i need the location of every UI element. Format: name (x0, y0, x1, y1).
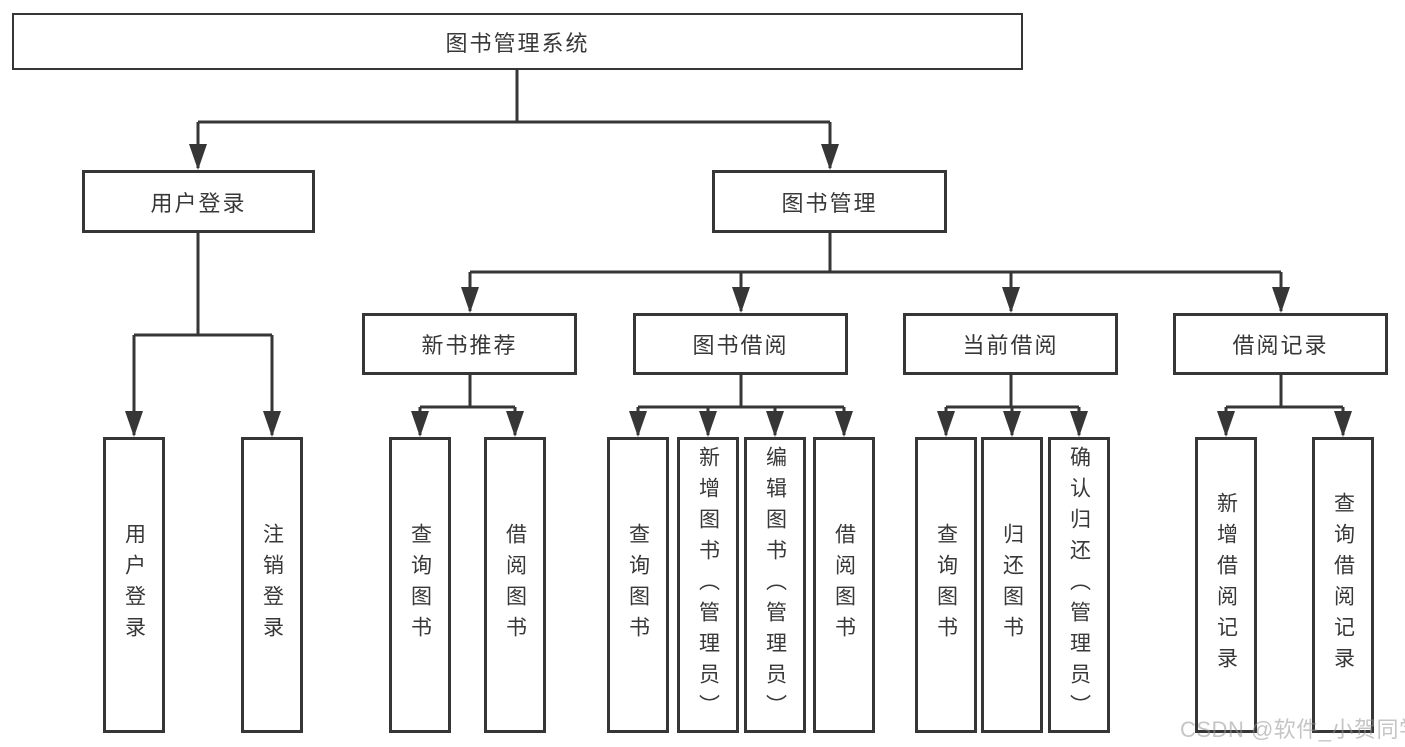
node-book-borrow-label: 图书借阅 (692, 333, 789, 358)
leaf-borrow-add-label: 新增图书（管理员） (696, 445, 720, 725)
leaf-borrow-query-label: 查询图书 (626, 523, 650, 647)
leaf-borrow-query: 查询图书 (607, 437, 669, 733)
leaf-borrow-borrow-label: 借阅图书 (832, 523, 856, 647)
arrowhead (1334, 411, 1352, 437)
leaf-user-login: 用户登录 (103, 437, 165, 733)
arrowhead (821, 144, 839, 170)
node-new-book: 新书推荐 (362, 313, 577, 375)
node-book-manage: 图书管理 (712, 170, 947, 233)
node-current-borrow: 当前借阅 (903, 313, 1118, 375)
arrowhead (125, 411, 143, 437)
leaf-current-confirm: 确认归还（管理员） (1048, 437, 1110, 733)
arrowhead (629, 411, 647, 437)
leaf-current-confirm-label: 确认归还（管理员） (1067, 445, 1091, 725)
leaf-current-query-label: 查询图书 (934, 523, 958, 647)
node-borrow-record: 借阅记录 (1173, 313, 1388, 375)
connector-borrow-record (1224, 375, 1345, 435)
node-new-book-label: 新书推荐 (421, 333, 518, 358)
leaf-current-return: 归还图书 (981, 437, 1043, 733)
leaf-newbook-borrow: 借阅图书 (484, 437, 546, 733)
leaf-logout: 注销登录 (241, 437, 303, 733)
arrowhead (1217, 411, 1235, 437)
leaf-record-query: 查询借阅记录 (1312, 437, 1374, 733)
leaf-newbook-borrow-label: 借阅图书 (503, 523, 527, 647)
arrowhead (699, 411, 717, 437)
leaf-newbook-query-label: 查询图书 (408, 523, 432, 647)
node-root-label: 图书管理系统 (445, 30, 590, 56)
leaf-current-query: 查询图书 (915, 437, 977, 733)
leaf-borrow-edit: 编辑图书（管理员） (744, 437, 806, 733)
arrowhead (189, 144, 207, 170)
node-user-login: 用户登录 (82, 170, 315, 233)
arrowhead (411, 411, 429, 437)
connector-root (196, 69, 832, 168)
leaf-newbook-query: 查询图书 (389, 437, 451, 733)
arrowhead (937, 411, 955, 437)
arrowhead (506, 411, 524, 437)
node-user-login-label: 用户登录 (150, 190, 247, 216)
leaf-borrow-edit-label: 编辑图书（管理员） (763, 445, 787, 725)
connector-new-book (418, 375, 517, 435)
arrowhead (1003, 411, 1021, 437)
leaf-borrow-borrow: 借阅图书 (813, 437, 875, 733)
arrowhead (732, 287, 750, 313)
arrowhead (1272, 287, 1290, 313)
leaf-current-return-label: 归还图书 (1000, 523, 1024, 647)
leaf-user-login-label: 用户登录 (122, 523, 146, 647)
leaf-logout-label: 注销登录 (260, 523, 284, 647)
csdn-watermark: CSDN @软件_小贺同学 (1180, 717, 1405, 742)
node-book-borrow: 图书借阅 (633, 313, 848, 375)
node-borrow-record-label: 借阅记录 (1232, 333, 1329, 358)
leaf-record-add-label: 新增借阅记录 (1214, 492, 1238, 678)
leaf-record-add: 新增借阅记录 (1195, 437, 1257, 733)
leaf-record-query-label: 查询借阅记录 (1331, 492, 1355, 678)
arrowhead (1070, 411, 1088, 437)
arrowhead (461, 287, 479, 313)
arrowhead (835, 411, 853, 437)
arrowhead (1002, 287, 1020, 313)
connector-book-manage (468, 233, 1283, 311)
leaf-borrow-add: 新增图书（管理员） (677, 437, 739, 733)
arrowhead (263, 411, 281, 437)
node-root: 图书管理系统 (12, 13, 1023, 70)
connector-book-borrow (636, 375, 846, 435)
node-book-manage-label: 图书管理 (781, 190, 878, 216)
node-current-borrow-label: 当前借阅 (962, 333, 1059, 358)
connector-user-login (132, 233, 274, 435)
arrowhead (766, 411, 784, 437)
